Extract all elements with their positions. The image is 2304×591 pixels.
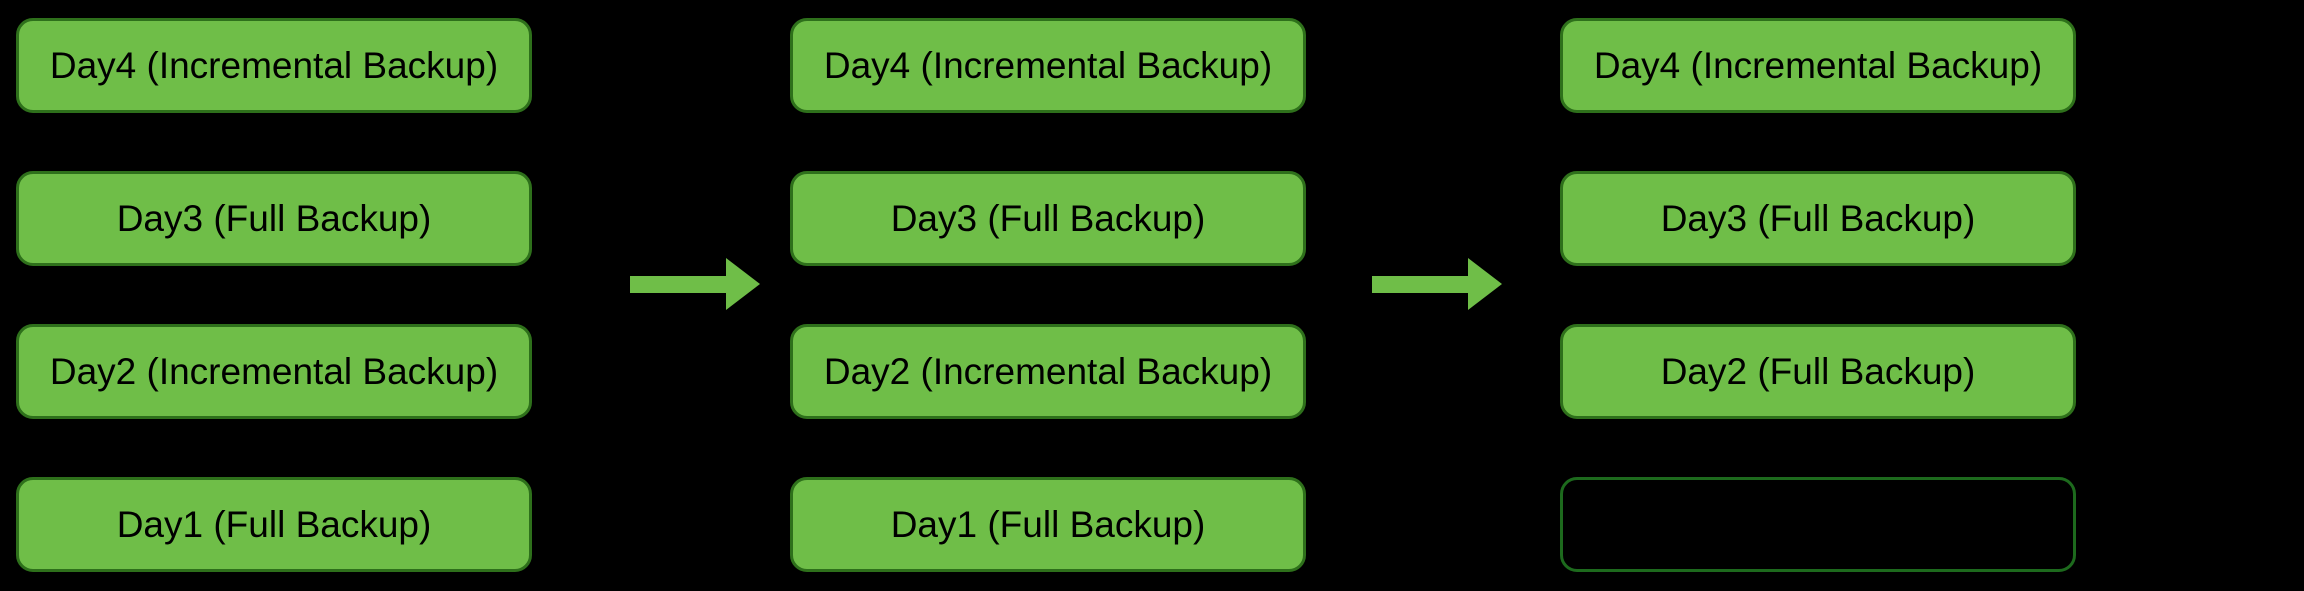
arrow-head <box>726 258 760 310</box>
backup-box-day2: Day2 (Incremental Backup) <box>16 324 532 419</box>
backup-box-day4: Day4 (Incremental Backup) <box>1560 18 2076 113</box>
backup-box-day4: Day4 (Incremental Backup) <box>790 18 1306 113</box>
backup-box-label: Day1 (Full Backup) <box>116 504 432 545</box>
backup-box-day2: Day2 (Full Backup) <box>1560 324 2076 419</box>
backup-box-day3: Day3 (Full Backup) <box>1560 171 2076 266</box>
backup-stage-3: Day4 (Incremental Backup) Day3 (Full Bac… <box>1560 18 2076 572</box>
backup-box-day2: Day2 (Incremental Backup) <box>790 324 1306 419</box>
arrow-shaft <box>630 276 728 293</box>
right-arrow-icon <box>630 258 760 311</box>
backup-stage-1: Day4 (Incremental Backup) Day3 (Full Bac… <box>16 18 532 572</box>
backup-box-label: Day2 (Incremental Backup) <box>49 351 499 392</box>
right-arrow-icon <box>1372 258 1502 311</box>
arrow-head <box>1468 258 1502 310</box>
backup-box-day3: Day3 (Full Backup) <box>16 171 532 266</box>
backup-box-label: Day4 (Incremental Backup) <box>49 45 499 86</box>
backup-box-label: Day3 (Full Backup) <box>890 198 1206 239</box>
backup-box-day1: Day1 (Full Backup) <box>790 477 1306 572</box>
backup-stage-2: Day4 (Incremental Backup) Day3 (Full Bac… <box>790 18 1306 572</box>
backup-box-day1: Day1 (Full Backup) <box>16 477 532 572</box>
backup-box-label: Day3 (Full Backup) <box>1660 198 1976 239</box>
backup-box-label: Day3 (Full Backup) <box>116 198 432 239</box>
backup-box-label: Day2 (Incremental Backup) <box>823 351 1273 392</box>
backup-box-label: Day2 (Full Backup) <box>1660 351 1976 392</box>
backup-box-label: Day1 (Full Backup) <box>890 504 1206 545</box>
backup-box-label: Day4 (Incremental Backup) <box>1593 45 2043 86</box>
backup-box-day3: Day3 (Full Backup) <box>790 171 1306 266</box>
arrow-shaft <box>1372 276 1470 293</box>
backup-box-day4: Day4 (Incremental Backup) <box>16 18 532 113</box>
backup-box-label: Day4 (Incremental Backup) <box>823 45 1273 86</box>
empty-backup-slot <box>1560 477 2076 572</box>
